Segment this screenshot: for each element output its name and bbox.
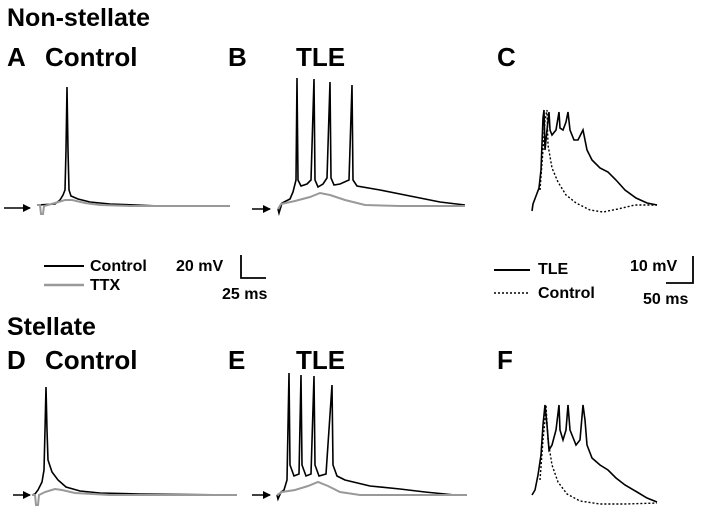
panel-letter-e: E [228, 345, 246, 375]
legend-right-item-tle: TLE [538, 261, 569, 278]
panel-letter-b: B [228, 42, 247, 72]
section-title-non-stellate: Non-stellate [7, 4, 151, 32]
trace-ttx-a [37, 199, 230, 215]
panel-c-traces [531, 109, 658, 213]
panel-letter-f: F [497, 345, 513, 375]
legend-left-item-ttx: TTX [90, 277, 121, 294]
panel-d-traces [13, 386, 238, 506]
scale-time-left: 25 ms [222, 286, 268, 303]
panel-title-b: TLE [296, 42, 346, 72]
trace-tle-e [276, 372, 467, 502]
trace-control-c [539, 109, 657, 213]
panel-e-traces [252, 372, 467, 502]
trace-tle-b [277, 77, 466, 217]
scale-voltage-right: 10 mV [630, 258, 678, 275]
trace-control-d [31, 386, 238, 496]
panel-title-a: Control [45, 42, 138, 72]
trace-ttx-e [276, 480, 467, 496]
panel-letter-d: D [7, 345, 26, 375]
scale-bar-right [666, 256, 694, 284]
trace-tle-f [531, 404, 658, 503]
scale-voltage-left: 20 mV [176, 258, 224, 275]
legend-left [44, 255, 266, 287]
scale-bar-left [240, 255, 266, 279]
legend-left-item-control: Control [90, 258, 147, 275]
panel-a-traces [4, 86, 230, 215]
panel-title-d: Control [45, 345, 138, 375]
legend-right-item-control: Control [538, 285, 595, 302]
legend-right [494, 256, 694, 294]
panel-letter-c: C [497, 42, 516, 72]
scale-time-right: 50 ms [643, 291, 689, 308]
panel-letter-a: A [7, 42, 26, 72]
trace-control-f [539, 404, 658, 505]
panel-f-traces [531, 404, 658, 505]
trace-ttx-b [277, 191, 465, 210]
trace-ttx-d [32, 487, 237, 506]
section-title-stellate: Stellate [7, 313, 96, 341]
trace-tle-c [531, 109, 658, 212]
trace-control-a [36, 86, 230, 207]
panel-title-e: TLE [296, 345, 346, 375]
panel-b-traces [252, 77, 466, 217]
